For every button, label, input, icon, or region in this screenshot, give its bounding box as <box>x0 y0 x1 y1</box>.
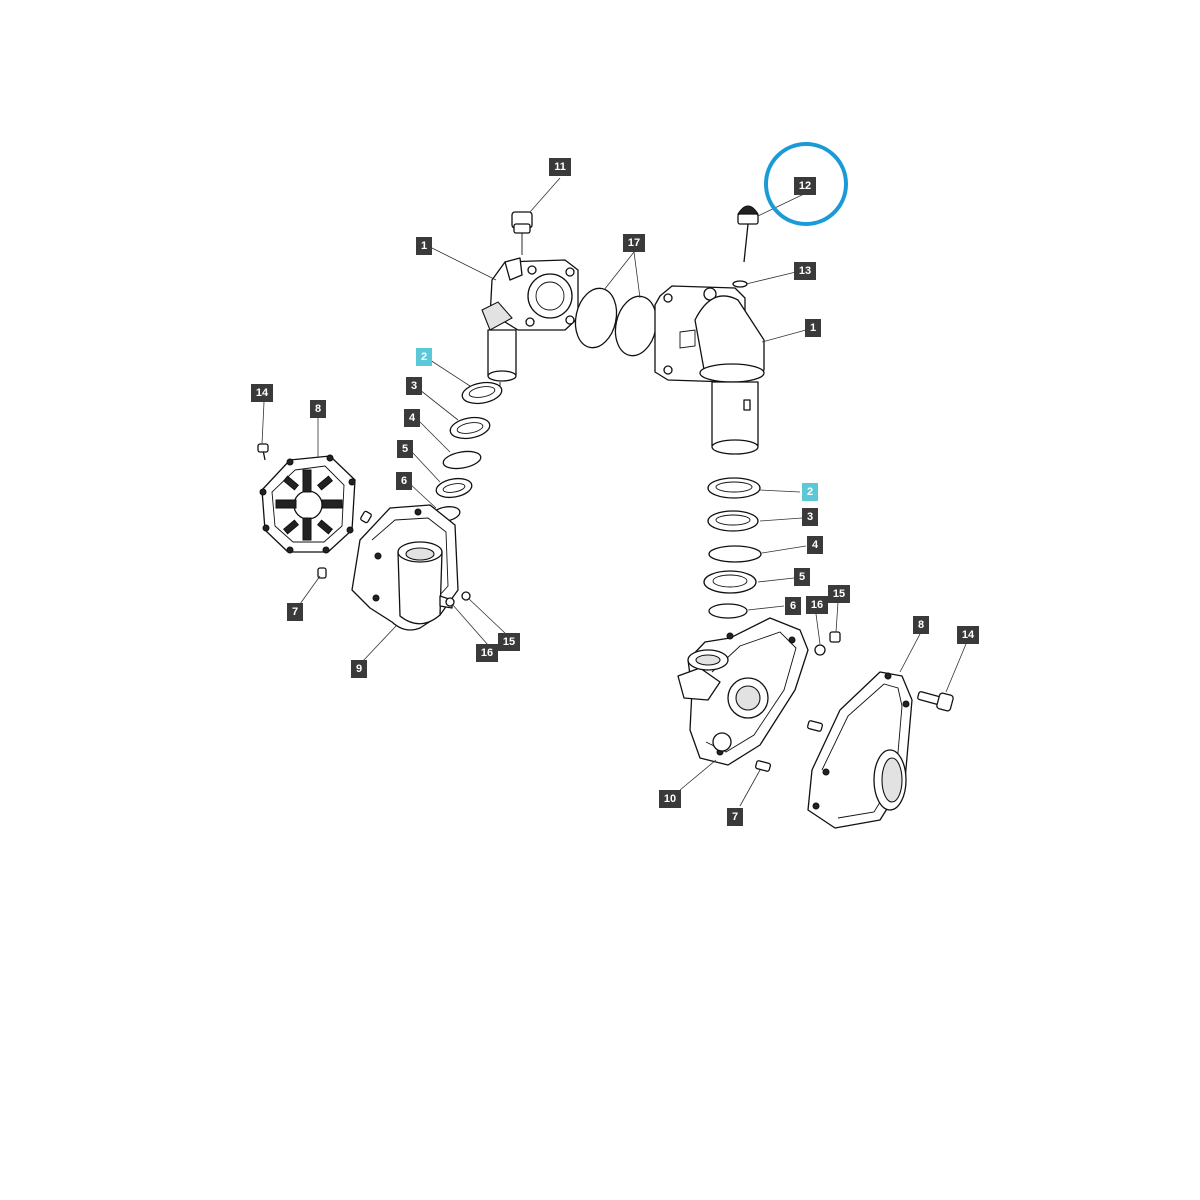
callout-14-left: 14 <box>251 384 273 402</box>
cover-right-part-8 <box>755 671 954 829</box>
callout-14-right: 14 <box>957 626 979 644</box>
callout-6-left: 6 <box>396 472 412 490</box>
callout-3-left-label: 3 <box>411 380 417 392</box>
callout-2-left-label: 2 <box>421 351 427 363</box>
callout-11: 11 <box>549 158 571 176</box>
callout-4-right: 4 <box>807 536 823 554</box>
callout-8-left: 8 <box>310 400 326 418</box>
callout-10-label: 10 <box>664 793 676 805</box>
callout-7-left: 7 <box>287 603 303 621</box>
callout-15-left-label: 15 <box>503 636 515 648</box>
callout-9: 9 <box>351 660 367 678</box>
callout-7-right: 7 <box>727 808 743 826</box>
callout-16-left-label: 16 <box>481 647 493 659</box>
callout-6-right-label: 6 <box>790 600 796 612</box>
callout-16-right-label: 16 <box>811 599 823 611</box>
seal-stack-left <box>431 381 503 522</box>
callout-11-label: 11 <box>554 161 566 173</box>
callout-8-right: 8 <box>913 616 929 634</box>
callout-10: 10 <box>659 790 681 808</box>
callout-17-label: 17 <box>628 237 640 249</box>
callout-7-right-label: 7 <box>732 811 738 823</box>
plug-part-11 <box>511 211 533 255</box>
upper-housing-right <box>654 205 765 455</box>
seal-stack-right <box>703 477 762 619</box>
callout-3-right-label: 3 <box>807 511 813 523</box>
upper-housing-left <box>481 211 579 392</box>
callout-9-label: 9 <box>356 663 362 675</box>
callout-8-left-label: 8 <box>315 403 321 415</box>
callout-15-right-label: 15 <box>833 588 845 600</box>
callout-6-right: 6 <box>785 597 801 615</box>
lower-housing-left-part-9 <box>351 504 471 631</box>
lower-housing-right-part-10 <box>677 617 841 766</box>
callout-16-right: 16 <box>806 596 828 614</box>
callout-2-left: 2 <box>416 348 432 366</box>
callout-4-left-label: 4 <box>409 412 416 424</box>
callout-7-left-label: 7 <box>292 606 298 618</box>
callout-13-label: 13 <box>799 265 811 277</box>
callout-3-right: 3 <box>802 508 818 526</box>
callout-1-right: 1 <box>805 319 821 337</box>
callout-13: 13 <box>794 262 816 280</box>
callout-5-left-label: 5 <box>402 443 408 455</box>
callout-1-left: 1 <box>416 237 432 255</box>
callout-12-label: 12 <box>799 180 811 192</box>
callout-5-right: 5 <box>794 568 810 586</box>
callout-17: 17 <box>623 234 645 252</box>
callout-1-left-label: 1 <box>421 240 427 252</box>
callout-1-right-label: 1 <box>810 322 816 334</box>
callout-12: 12 <box>794 177 816 195</box>
callout-2-right-label: 2 <box>807 486 813 498</box>
callout-6-left-label: 6 <box>401 475 407 487</box>
callout-8-right-label: 8 <box>918 619 924 631</box>
small-o-ring-part-13 <box>732 280 748 288</box>
callout-16-left: 16 <box>476 644 498 662</box>
callout-15-left: 15 <box>498 633 520 651</box>
callout-14-right-label: 14 <box>962 629 975 641</box>
highlight-ring <box>764 142 848 226</box>
o-rings-part-17 <box>574 287 658 357</box>
leader-lines <box>261 177 967 807</box>
callout-2-right: 2 <box>802 483 818 501</box>
cover-ribs <box>275 469 343 541</box>
callout-3-left: 3 <box>406 377 422 395</box>
callout-15-right: 15 <box>828 585 850 603</box>
cover-left-part-8 <box>257 443 372 579</box>
dipstick-part-12 <box>737 205 759 263</box>
callout-4-right-label: 4 <box>812 539 819 551</box>
callout-4-left: 4 <box>404 409 420 427</box>
callout-14-left-label: 14 <box>256 387 269 399</box>
callout-5-right-label: 5 <box>799 571 805 583</box>
callout-5-left: 5 <box>397 440 413 458</box>
